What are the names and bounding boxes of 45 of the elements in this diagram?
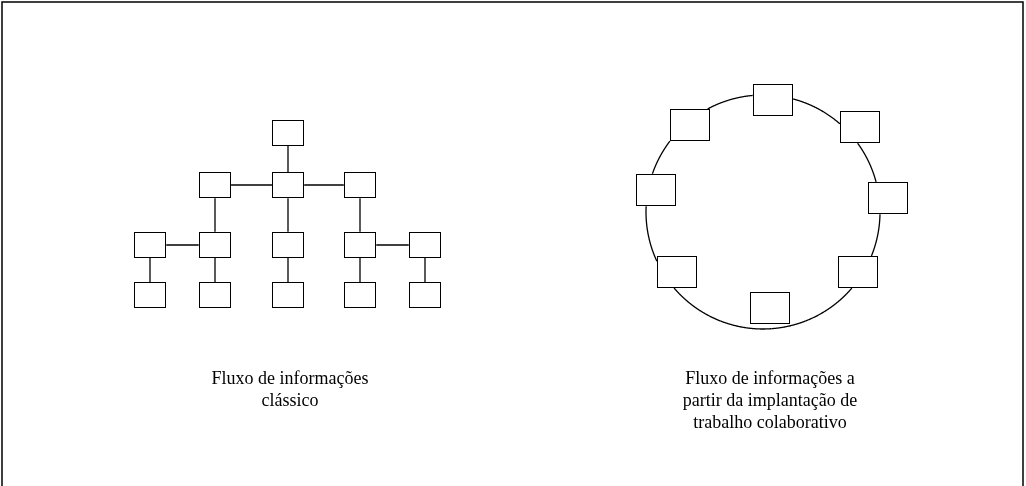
connector-line: [375, 244, 410, 246]
box-node: [134, 282, 166, 308]
box-node: [272, 282, 304, 308]
box-node: [199, 232, 231, 258]
box-node: [409, 282, 441, 308]
box-node: [840, 111, 880, 143]
connector-line: [424, 257, 426, 283]
connector-line: [673, 287, 773, 330]
box-node: [409, 232, 441, 258]
box-node: [199, 282, 231, 308]
box-node: [199, 172, 231, 198]
connector-line: [165, 244, 200, 246]
box-node: [272, 172, 304, 198]
connector-line: [287, 257, 289, 283]
box-node: [134, 232, 166, 258]
connector-line: [287, 197, 289, 233]
box-node: [636, 174, 676, 206]
box-node: [868, 182, 908, 214]
connector-line: [214, 197, 216, 233]
connector-line: [149, 257, 151, 283]
connector-line: [287, 145, 289, 173]
box-node: [838, 256, 878, 288]
connector-line: [651, 140, 671, 175]
box-node: [272, 120, 304, 146]
connector-line: [230, 184, 273, 186]
connector-line: [359, 197, 361, 233]
box-node: [344, 172, 376, 198]
connector-line: [359, 257, 361, 283]
connector-line: [870, 213, 881, 257]
box-node: [750, 292, 790, 324]
connector-line: [792, 98, 841, 125]
connector-line: [303, 184, 345, 186]
caption: Fluxo de informações a partir da implantação de trabalho colaborativo: [681, 367, 859, 433]
box-node: [657, 256, 697, 288]
box-node: [753, 84, 793, 116]
box-node: [344, 232, 376, 258]
box-node: [272, 232, 304, 258]
connector-line: [770, 287, 853, 330]
connector-line: [645, 205, 658, 262]
connector-line: [857, 142, 877, 183]
connector-line: [214, 257, 216, 283]
caption: Fluxo de informações clássico: [210, 367, 370, 411]
connector-line: [706, 94, 754, 110]
box-node: [344, 282, 376, 308]
box-node: [670, 109, 710, 141]
